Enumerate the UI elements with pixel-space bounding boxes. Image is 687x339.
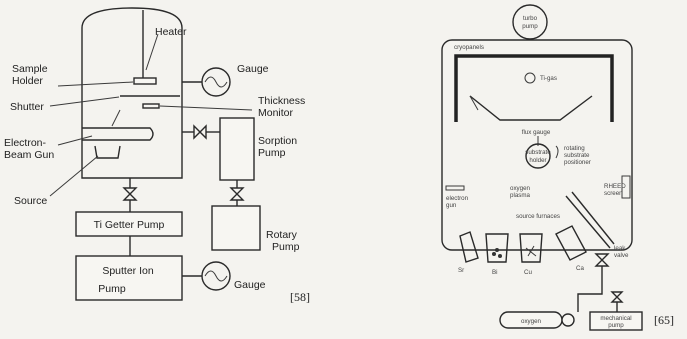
source-leader [50, 156, 98, 196]
cryopanels-label: cryopanels [454, 44, 484, 51]
beam-path [112, 110, 120, 126]
left-diagram: Heater Sample Holder Shutter Thickness M… [4, 8, 310, 304]
sorption-pump-label-1: Sorption [258, 135, 297, 147]
sorption-pump-label-2: Pump [258, 147, 286, 159]
furnace-ca: Ca [556, 226, 586, 272]
leak-valve-label-1: leak [614, 245, 626, 252]
furnace-sr: Sr [458, 232, 478, 274]
heater-leader [146, 34, 158, 70]
turbo-pump [513, 5, 547, 39]
electron-beam-gun-label-1: Electron- [4, 137, 47, 149]
main-valve [124, 188, 136, 200]
furnace-ca-label: Ca [576, 265, 584, 272]
ti-gas-source [525, 73, 535, 83]
furnace-bi-label: Bi [492, 269, 498, 276]
leak-valve-label-2: valve [614, 252, 629, 259]
oxygen-regulator [562, 314, 574, 326]
oxygen-plasma-label-1: oxygen [510, 185, 531, 192]
thickness-monitor [143, 104, 159, 108]
gauge-bottom-label: Gauge [234, 279, 266, 291]
oxygen-feed-tube [566, 196, 610, 248]
thickness-monitor-label-1: Thickness [258, 95, 305, 107]
sample-holder-label-2: Holder [12, 75, 43, 87]
reference-right: [65] [654, 313, 674, 327]
flux-gauge-label: flux gauge [522, 129, 551, 136]
rotating-positioner-label-2: substrate [564, 152, 590, 159]
electron-beam-gun [82, 128, 153, 140]
sample-holder-label-1: Sample [12, 63, 48, 75]
furnace-bi: Bi [486, 234, 508, 276]
mechanical-pump-label-2: pump [608, 322, 624, 329]
electron-gun [446, 186, 464, 190]
rotary-valve [231, 188, 243, 200]
reference-left: [58] [290, 290, 310, 304]
heater-label: Heater [155, 26, 187, 38]
substrate-holder-label-1: substrate [525, 149, 551, 156]
electron-gun-label-2: gun [446, 202, 457, 209]
ti-gas-label: Ti-gas [540, 75, 557, 82]
gauge-bottom-icon [205, 271, 227, 281]
rotating-positioner-label-1: rotating [564, 145, 585, 152]
substrate-holder [526, 144, 550, 168]
rotary-pump-label-1: Rotary [266, 229, 298, 241]
right-diagram: turbo pump cryopanels Ti-gas flux gauge … [442, 5, 674, 330]
substrate-holder-label-2: holder [529, 157, 546, 164]
oxygen-feed-tube-wall [572, 192, 614, 244]
sample-holder [134, 78, 156, 84]
mechanical-pump-label-1: mechanical [600, 315, 631, 322]
electron-beam-gun-label-2: Beam Gun [4, 149, 54, 161]
source-label: Source [14, 195, 47, 207]
shroud-edge [470, 96, 478, 110]
cryopanels [456, 56, 612, 122]
sample-holder-leader [58, 82, 133, 86]
source-furnaces-label: source furnaces [516, 213, 560, 220]
turbo-pump-label-1: turbo [523, 15, 538, 22]
thickness-monitor-leader [160, 106, 252, 110]
ti-getter-pump-label: Ti Getter Pump [94, 219, 165, 231]
gauge-top-icon [205, 77, 227, 87]
sputter-ion-pump-label-2: Pump [98, 283, 126, 295]
shutter-label: Shutter [10, 101, 44, 113]
shutter-leader [50, 97, 119, 106]
thickness-monitor-label-2: Monitor [258, 107, 294, 119]
rheed-label-2: screen [604, 190, 623, 197]
furnace-cu: Cu [520, 234, 542, 276]
rotary-pump [212, 206, 260, 250]
rheed-label-1: RHEED [604, 183, 626, 190]
rotating-positioner-label-3: positioner [564, 159, 591, 166]
gas-line [578, 266, 602, 312]
oxygen-label: oxygen [521, 318, 542, 325]
sorption-valve [194, 126, 206, 138]
oxygen-plasma-label-2: plasma [510, 192, 531, 199]
sputter-ion-pump-label-1: Sputter Ion [102, 265, 154, 277]
shroud [470, 96, 592, 120]
rotation-arrow [556, 146, 558, 158]
rotary-pump-label-2: Pump [272, 241, 300, 253]
furnace-sr-label: Sr [458, 267, 464, 274]
gauge-top-label: Gauge [237, 63, 269, 75]
furnace-cu-label: Cu [524, 269, 532, 276]
source-crucible [95, 146, 120, 158]
turbo-pump-label-2: pump [522, 23, 538, 30]
electron-gun-label-1: electron [446, 195, 469, 202]
pump-valve [612, 292, 622, 302]
leak-valve [596, 254, 608, 266]
sorption-pump [220, 118, 254, 180]
sputter-ion-pump [76, 256, 182, 300]
